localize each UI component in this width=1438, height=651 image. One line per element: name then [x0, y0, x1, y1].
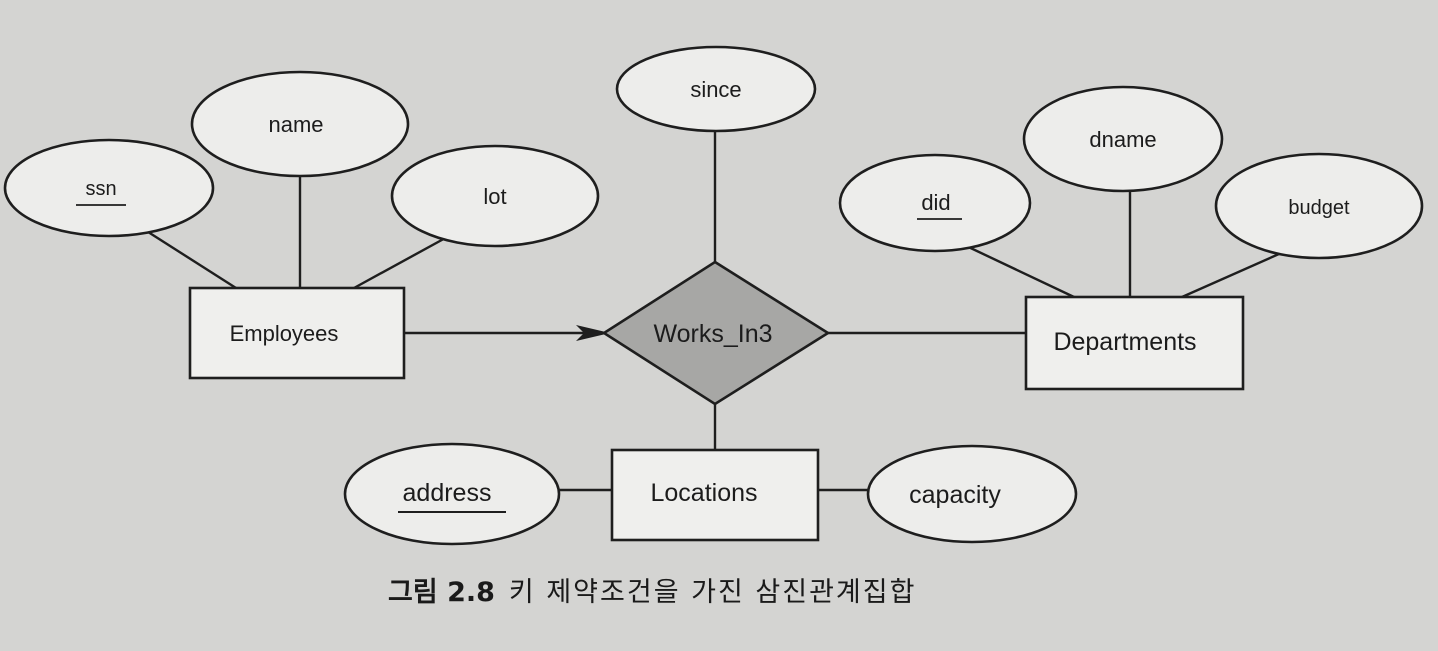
attribute-did-label: did: [921, 190, 950, 215]
attribute-since-shape: [615, 45, 817, 133]
entity-employees: Employees: [188, 286, 406, 380]
attribute-capacity-label: capacity: [909, 481, 1001, 509]
attribute-since-label: since: [690, 77, 741, 102]
entity-locations-shape: [610, 448, 820, 542]
attribute-lot-label: lot: [483, 184, 506, 209]
attribute-ssn-shape: [3, 138, 215, 238]
attribute-capacity: capacity: [866, 444, 1078, 544]
entity-employees-shape: [188, 286, 406, 380]
entity-locations: Locations: [610, 448, 820, 542]
attribute-did: did: [838, 153, 1032, 253]
attribute-dname-shape: [1022, 85, 1224, 193]
attribute-budget-label: budget: [1288, 197, 1350, 219]
attribute-lot: lot: [390, 144, 600, 248]
attribute-budget-shape: [1214, 152, 1424, 260]
relationship-works-in3: Works_In3: [601, 260, 831, 406]
entity-departments-label: Departments: [1053, 328, 1196, 356]
relationship-works-in3-label: Works_In3: [653, 320, 772, 348]
figure-caption-text: 키 제약조건을 가진 삼진관계집합: [508, 577, 917, 608]
attribute-address-label: address: [403, 479, 492, 507]
attribute-name-shape: [190, 70, 410, 178]
attribute-ssn: ssn: [3, 138, 215, 238]
line-ssn-employees: [144, 228, 237, 290]
attribute-name: name: [190, 70, 410, 178]
attribute-name-label: name: [268, 112, 323, 137]
entity-locations-label: Locations: [650, 479, 757, 507]
attribute-dname: dname: [1022, 85, 1224, 193]
attribute-capacity-shape: [866, 444, 1078, 544]
attribute-ssn-label: ssn: [85, 178, 116, 200]
attribute-since: since: [615, 45, 817, 133]
attribute-lot-shape: [390, 144, 600, 248]
attribute-address-shape: [343, 442, 561, 546]
attribute-did-shape: [838, 153, 1032, 253]
entity-employees-label: Employees: [230, 321, 339, 346]
attribute-dname-label: dname: [1089, 127, 1156, 152]
attribute-address: address: [343, 442, 561, 546]
line-did-departments: [959, 241, 1075, 299]
entity-departments-shape: [1024, 295, 1245, 391]
attribute-budget: budget: [1214, 152, 1424, 260]
line-budget-departments: [1181, 248, 1289, 299]
figure-caption-number: 그림 2.8: [388, 577, 495, 608]
entity-departments: Departments: [1024, 295, 1245, 391]
figure-caption: 그림 2.8 키 제약조건을 가진 삼진관계집합: [388, 570, 916, 609]
relationship-works-in3-shape: [601, 260, 831, 406]
